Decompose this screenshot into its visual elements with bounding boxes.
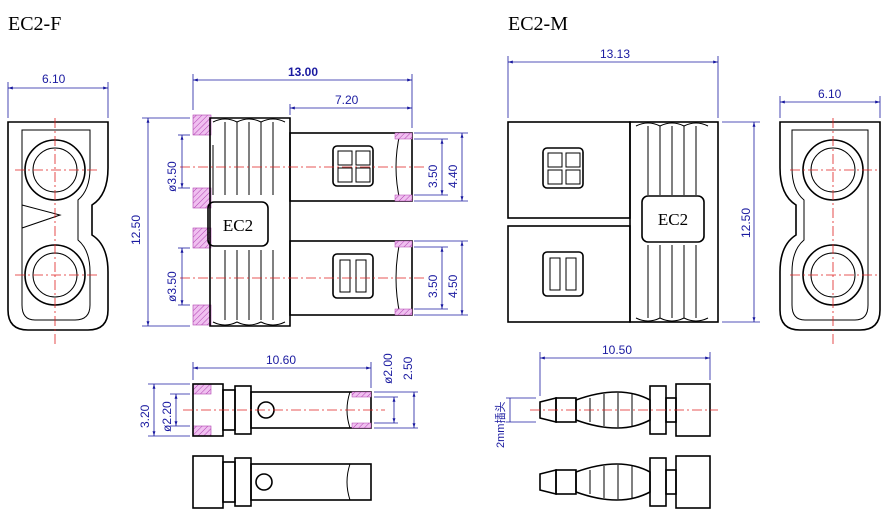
dim-label: 4.40: [446, 164, 460, 188]
dim-m-pin-length: 10.50: [539, 343, 711, 396]
dim-m-height: 12.50: [722, 121, 760, 323]
female-side-view: EC2: [180, 114, 425, 327]
dim-f-pin-right: ø2.00 2.50: [374, 353, 418, 429]
title-female: EC2-F: [8, 13, 61, 35]
male-pin-bottom: [539, 455, 711, 509]
dim-f-pin-left: 3.20 ø2.20: [138, 383, 190, 437]
dim-label: 3.50: [426, 164, 440, 188]
dim-f-hole-top: ø3.50: [165, 134, 190, 192]
female-body-label: EC2: [223, 216, 253, 235]
dim-label: 4.50: [446, 274, 460, 298]
dim-f-bore-top: 3.50 4.40: [414, 132, 468, 202]
dim-f-pin-length: 10.60: [192, 353, 372, 388]
dim-f-hole-bottom: ø3.50: [165, 247, 190, 306]
dim-f-inner-length: 7.20: [289, 93, 412, 115]
dim-label: 12.50: [739, 208, 753, 238]
male-pin-top: [530, 383, 718, 437]
dim-f-front-width: 6.10: [7, 72, 109, 118]
dim-f-bore-bottom: 3.50 4.50: [414, 240, 468, 316]
male-side-view: EC2: [507, 121, 719, 323]
male-body-label: EC2: [658, 210, 688, 229]
dim-f-length: 13.00: [192, 65, 413, 128]
dim-label: 10.60: [266, 353, 296, 367]
dim-label: 10.50: [602, 343, 632, 357]
dim-label: 3.20: [138, 404, 152, 428]
dim-label: 6.10: [42, 72, 66, 86]
dim-label: 2.50: [401, 356, 415, 380]
dim-label: ø2.00: [381, 353, 395, 384]
dim-m-length: 13.13: [507, 47, 719, 118]
dim-label: ø3.50: [165, 271, 179, 302]
dim-label: 3.50: [426, 274, 440, 298]
dim-label: 6.10: [818, 87, 842, 101]
dim-m-plug-note: 2mm插头: [493, 397, 536, 448]
dim-label: ø2.20: [160, 401, 174, 432]
male-end-view: [779, 118, 881, 345]
dim-label: 7.20: [335, 93, 359, 107]
female-pin-top: [183, 383, 385, 437]
dim-label: 12.50: [129, 215, 143, 245]
title-male: EC2-M: [508, 13, 568, 35]
female-end-view: [7, 118, 109, 345]
female-pin-bottom: [192, 455, 372, 509]
dim-label: 13.13: [600, 47, 630, 61]
dim-label: 2mm插头: [493, 402, 507, 448]
dim-label: ø3.50: [165, 161, 179, 192]
dim-label: 13.00: [288, 65, 318, 79]
dim-f-height: 12.50: [129, 117, 190, 327]
dim-m-front-width: 6.10: [779, 87, 881, 118]
